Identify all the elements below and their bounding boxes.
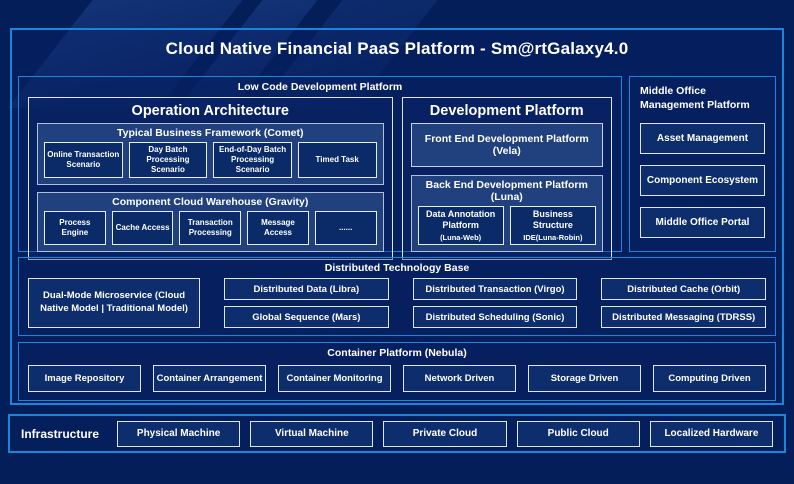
section-low-code-development-platform: Low Code Development Platform Operation … [18,76,622,260]
typical-business-items: Online Transaction Scenario Day Batch Pr… [44,142,377,178]
box-component-ecosystem: Component Ecosystem [640,165,765,197]
component-cloud-items: Process Engine Cache Access Transaction … [44,211,377,245]
component-cloud-warehouse-panel: Component Cloud Warehouse (Gravity) Proc… [37,192,384,252]
box-cache-access: Cache Access [111,211,174,245]
distributed-column-2: Distributed Transaction (Virgo) Distribu… [412,278,578,328]
box-physical-machine: Physical Machine [117,420,241,447]
platform-row: Low Code Development Platform Operation … [18,76,776,260]
box-public-cloud: Public Cloud [516,420,640,447]
box-network-driven: Network Driven [403,365,516,392]
low-code-title: Low Code Development Platform [237,81,403,93]
box-data-annotation-platform: Data Annotation Platform (Luna-Web) [417,206,504,245]
typical-business-framework-panel: Typical Business Framework (Comet) Onlin… [37,123,384,185]
distributed-title: Distributed Technology Base [324,262,470,274]
box-computing-driven: Computing Driven [653,365,766,392]
component-cloud-warehouse-title: Component Cloud Warehouse (Gravity) [112,196,309,208]
back-end-development-panel: Back End Development Platform (Luna) Dat… [410,175,603,252]
main-diagram-frame: Cloud Native Financial PaaS Platform - S… [10,28,784,405]
box-localized-hardware: Localized Hardware [649,420,774,447]
box-distributed-messaging-tdrss: Distributed Messaging (TDRSS) [601,306,767,328]
box-timed-task: Timed Task [297,142,377,178]
box-storage-driven: Storage Driven [528,365,641,392]
box-day-batch-processing-scenario: Day Batch Processing Scenario [128,142,208,178]
box-middle-office-portal: Middle Office Portal [640,207,765,239]
development-platform-box: Development Platform Front End Developme… [401,97,612,260]
development-platform-title: Development Platform [429,103,584,119]
section-container-platform-nebula: Container Platform (Nebula) Image Reposi… [18,342,776,401]
back-end-development-title: Back End Development Platform (Luna) [425,179,588,203]
box-process-engine: Process Engine [44,211,106,245]
business-structure-sublabel: IDE(Luna-Robin) [523,232,583,242]
section-middle-office-management-platform: Middle Office Management Platform Asset … [629,76,776,252]
distributed-column-3: Distributed Cache (Orbit) Distributed Me… [601,278,767,328]
box-transaction-processing: Transaction Processing [179,211,242,245]
data-annotation-sublabel: (Luna-Web) [440,232,482,242]
box-distributed-data-libra: Distributed Data (Libra) [224,278,389,300]
box-ellipsis-more: ...... [314,211,377,245]
typical-business-framework-title: Typical Business Framework (Comet) [116,127,304,139]
page-title: Cloud Native Financial PaaS Platform - S… [165,39,629,58]
box-container-monitoring: Container Monitoring [278,365,391,392]
box-business-structure-ide: Business Structure IDE(Luna-Robin) [509,206,596,245]
section-infrastructure: Infrastructure Physical Machine Virtual … [8,414,786,453]
box-dual-mode-microservice: Dual-Mode Microservice (Cloud Native Mod… [28,278,200,328]
box-virtual-machine: Virtual Machine [250,420,374,447]
box-container-arrangement: Container Arrangement [153,365,266,392]
container-platform-title: Container Platform (Nebula) [327,347,467,359]
box-private-cloud: Private Cloud [383,420,507,447]
box-end-of-day-batch-processing-scenario: End-of-Day Batch Processing Scenario [213,142,292,178]
business-structure-label: Business Structure [532,209,573,231]
distributed-items: Dual-Mode Microservice (Cloud Native Mod… [28,278,767,328]
middle-office-title: Middle Office Management Platform [640,85,750,112]
section-distributed-technology-base: Distributed Technology Base Dual-Mode Mi… [18,257,776,336]
container-platform-items: Image Repository Container Arrangement C… [28,365,766,392]
box-distributed-cache-orbit: Distributed Cache (Orbit) [601,278,767,300]
infrastructure-label: Infrastructure [21,426,100,441]
box-distributed-transaction-virgo: Distributed Transaction (Virgo) [412,278,578,300]
low-code-columns: Operation Architecture Typical Business … [28,97,612,260]
box-global-sequence-mars: Global Sequence (Mars) [224,306,389,328]
operation-architecture-box: Operation Architecture Typical Business … [28,97,393,260]
data-annotation-label: Data Annotation Platform [426,209,496,231]
box-online-transaction-scenario: Online Transaction Scenario [44,142,123,178]
operation-architecture-title: Operation Architecture [131,103,289,119]
distributed-column-1: Distributed Data (Libra) Global Sequence… [224,278,389,328]
box-front-end-development-platform: Front End Development Platform (Vela) [410,123,603,167]
box-distributed-scheduling-sonic: Distributed Scheduling (Sonic) [412,306,578,328]
back-end-items: Data Annotation Platform (Luna-Web) Busi… [417,206,596,245]
box-image-repository: Image Repository [28,365,141,392]
box-asset-management: Asset Management [640,123,765,155]
box-message-access: Message Access [247,211,309,245]
